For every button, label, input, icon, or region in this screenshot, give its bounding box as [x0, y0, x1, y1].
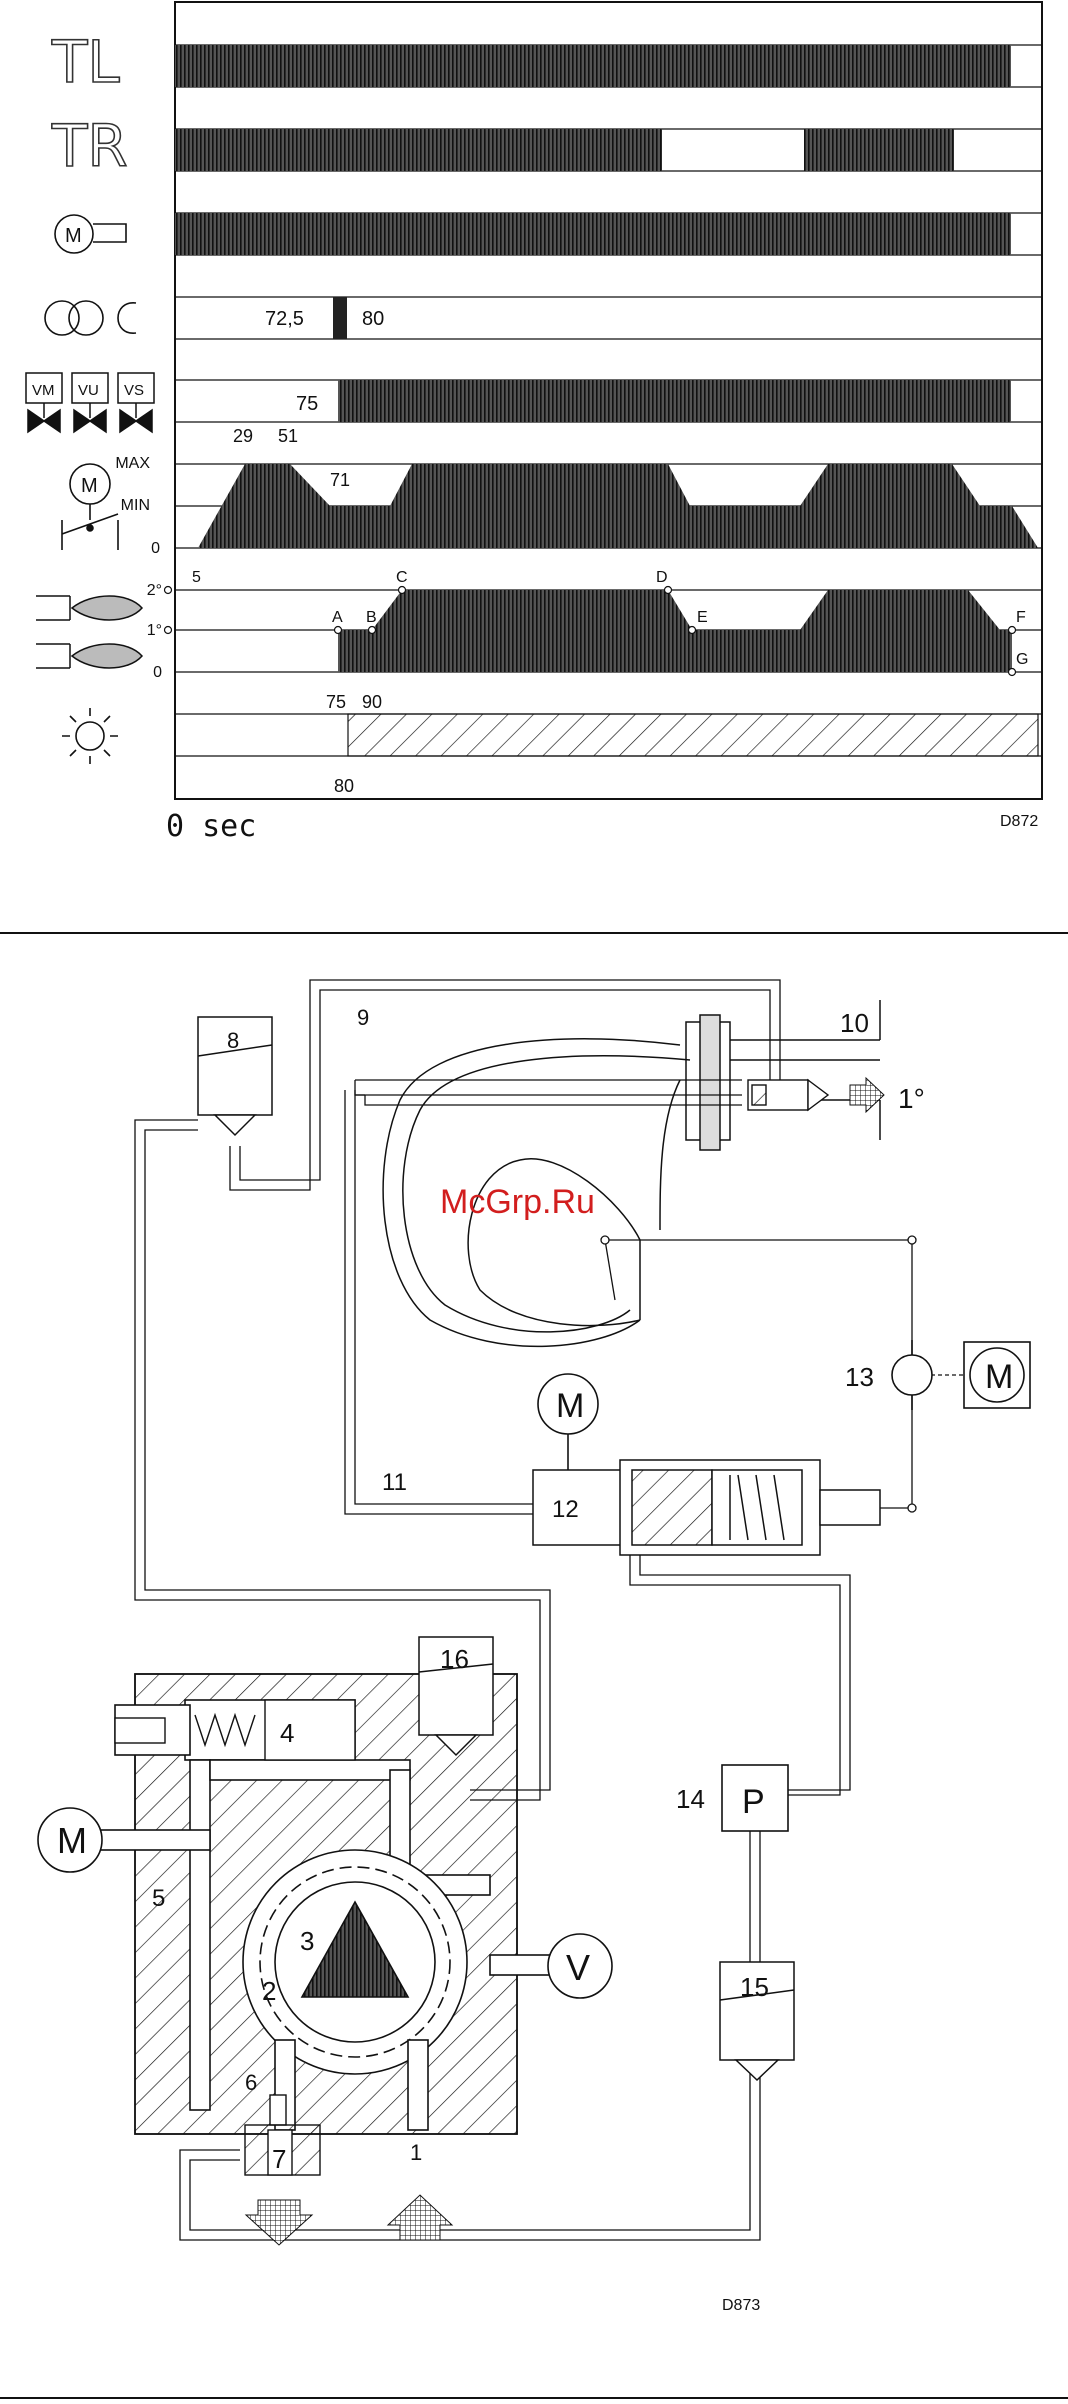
fan-motor-bar — [175, 213, 1011, 255]
point-e: E — [697, 609, 708, 626]
label-1: 1 — [410, 2140, 422, 2165]
servo-motor-letter: M — [556, 1387, 584, 1425]
stage-1-label: 1° — [147, 622, 162, 639]
level-max: MAX — [115, 455, 150, 472]
valve-vs-label: VS — [124, 382, 144, 399]
burner-stage-profile — [338, 590, 1012, 672]
label-11: 11 — [382, 1469, 407, 1496]
valve-vm-label: VM — [32, 382, 55, 399]
stage-0-label: 0 — [153, 664, 162, 681]
point-c: C — [396, 569, 408, 586]
point-g: G — [1016, 651, 1028, 668]
label-4: 4 — [280, 1718, 294, 1748]
stage-2-label: 2° — [147, 582, 162, 599]
label-13: 13 — [845, 1362, 874, 1392]
label-8: 8 — [227, 1028, 239, 1053]
label-7: 7 — [272, 2144, 286, 2174]
valve-vu-label: VU — [78, 382, 99, 399]
label-3: 3 — [300, 1926, 314, 1956]
flame-stages-icon — [36, 596, 142, 668]
hydraulic-diagram: M M P — [38, 980, 1030, 2314]
point-f: F — [1016, 609, 1026, 626]
flame-presence-bar — [348, 714, 1038, 756]
valves-bar — [338, 380, 1011, 422]
watermark: McGrp.Ru — [440, 1183, 595, 1221]
time-mark: 75 — [326, 692, 346, 712]
pump-motor-letter: M — [985, 1358, 1013, 1396]
figure-code: D872 — [1000, 813, 1038, 830]
point-d: D — [656, 569, 668, 586]
time-mark: 5 — [192, 569, 201, 586]
label-9: 9 — [357, 1005, 369, 1030]
time-mark: 71 — [330, 470, 350, 490]
tr-bar-1 — [175, 129, 662, 171]
point-a: A — [332, 609, 343, 626]
vacuum-letter: V — [566, 1947, 590, 1988]
time-mark: 29 — [233, 426, 253, 446]
label-16: 16 — [440, 1644, 469, 1674]
label-14: 14 — [676, 1784, 705, 1814]
tr-bar-2 — [804, 129, 954, 171]
time-mark: 90 — [362, 692, 382, 712]
flow-arrows — [246, 2195, 452, 2245]
time-mark: 80 — [334, 776, 354, 796]
air-damper-profile — [198, 464, 1038, 548]
label-5: 5 — [152, 1885, 165, 1912]
tr-label: TR — [51, 112, 128, 180]
tl-label: TL — [51, 28, 120, 96]
label-10: 10 — [840, 1008, 869, 1038]
spray-icon — [850, 1078, 884, 1112]
ignition-transformer-icon — [45, 301, 136, 335]
pump-motor-letter-left: M — [57, 1820, 87, 1861]
label-12: 12 — [552, 1496, 579, 1523]
point-b: B — [366, 609, 377, 626]
time-mark: 75 — [296, 393, 318, 415]
label-6: 6 — [245, 2070, 257, 2095]
level-min: MIN — [121, 497, 150, 514]
label-stage-1: 1° — [898, 1083, 925, 1114]
x-origin-label: 0 sec — [166, 809, 256, 844]
time-mark: 80 — [362, 308, 384, 330]
label-15: 15 — [740, 1972, 769, 2002]
figure-code-2: D873 — [722, 2297, 760, 2314]
timing-chart: TL TR M VM VU VS M — [26, 2, 1042, 844]
time-mark: 51 — [278, 426, 298, 446]
fan-housing — [383, 1000, 880, 1346]
servo-motor — [538, 1340, 1030, 1470]
ignition-bar — [333, 297, 347, 339]
flame-detector-icon — [62, 708, 118, 764]
nozzle — [748, 1080, 828, 1110]
pressure-letter: P — [742, 1783, 765, 1821]
time-mark: 72,5 — [265, 308, 304, 330]
damper-motor-letter: M — [81, 475, 98, 497]
fan-motor-letter: M — [65, 225, 82, 247]
label-2: 2 — [262, 1976, 276, 2006]
tl-bar — [175, 45, 1011, 87]
cylinder-12 — [533, 1460, 880, 1555]
level-zero: 0 — [151, 540, 160, 557]
